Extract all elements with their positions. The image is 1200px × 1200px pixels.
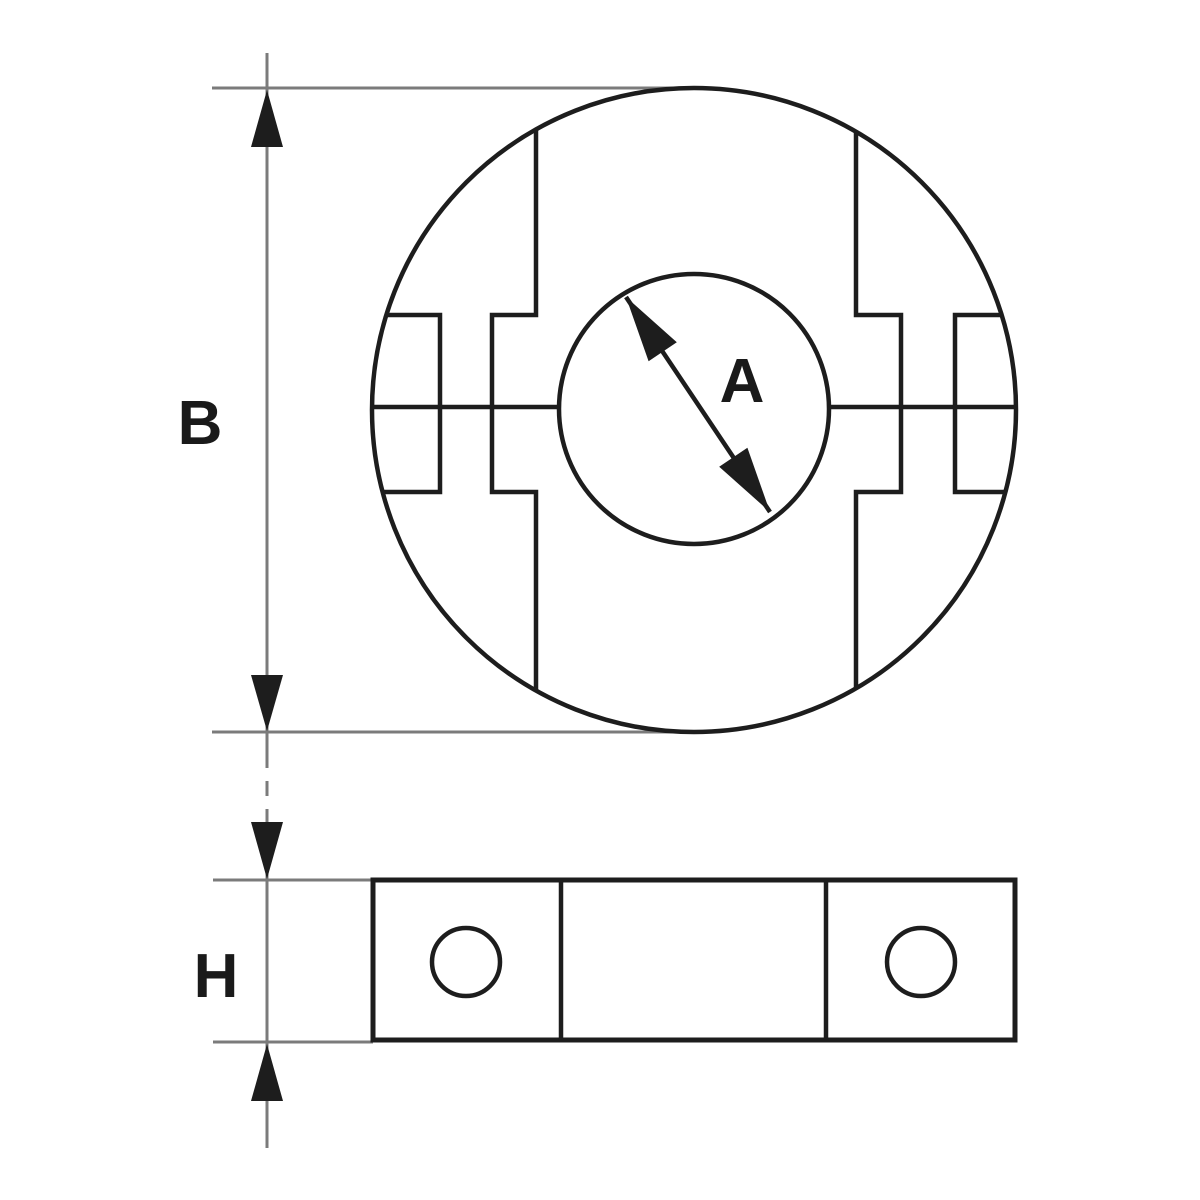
label-height-h: H <box>194 942 239 1011</box>
right-bolt-slot <box>853 132 904 688</box>
dimension-lines <box>212 53 694 1148</box>
left-rim-notch <box>383 312 443 495</box>
a-arrow-upper-left-icon <box>626 297 677 362</box>
b-arrow-down-icon <box>251 675 283 731</box>
h-arrow-up-icon <box>251 1044 283 1101</box>
left-bolt-hole <box>429 925 503 999</box>
b-arrow-up-icon <box>251 90 283 147</box>
label-bore-diameter-a: A <box>720 347 765 416</box>
side-view <box>370 877 1018 1043</box>
left-bolt-slot <box>489 129 539 691</box>
bore-circle <box>556 271 832 547</box>
dimension-arrowheads <box>251 90 770 1101</box>
side-view-outline <box>370 877 1018 1043</box>
outer-circle <box>369 85 1019 735</box>
dimension-labels: A B H <box>178 347 765 1011</box>
right-bolt-hole <box>884 925 958 999</box>
h-arrow-down-icon <box>251 822 283 879</box>
label-outer-diameter-b: B <box>178 389 223 458</box>
a-arrow-lower-right-icon <box>719 447 770 512</box>
top-view <box>369 85 1019 735</box>
right-rim-notch <box>952 312 1005 495</box>
